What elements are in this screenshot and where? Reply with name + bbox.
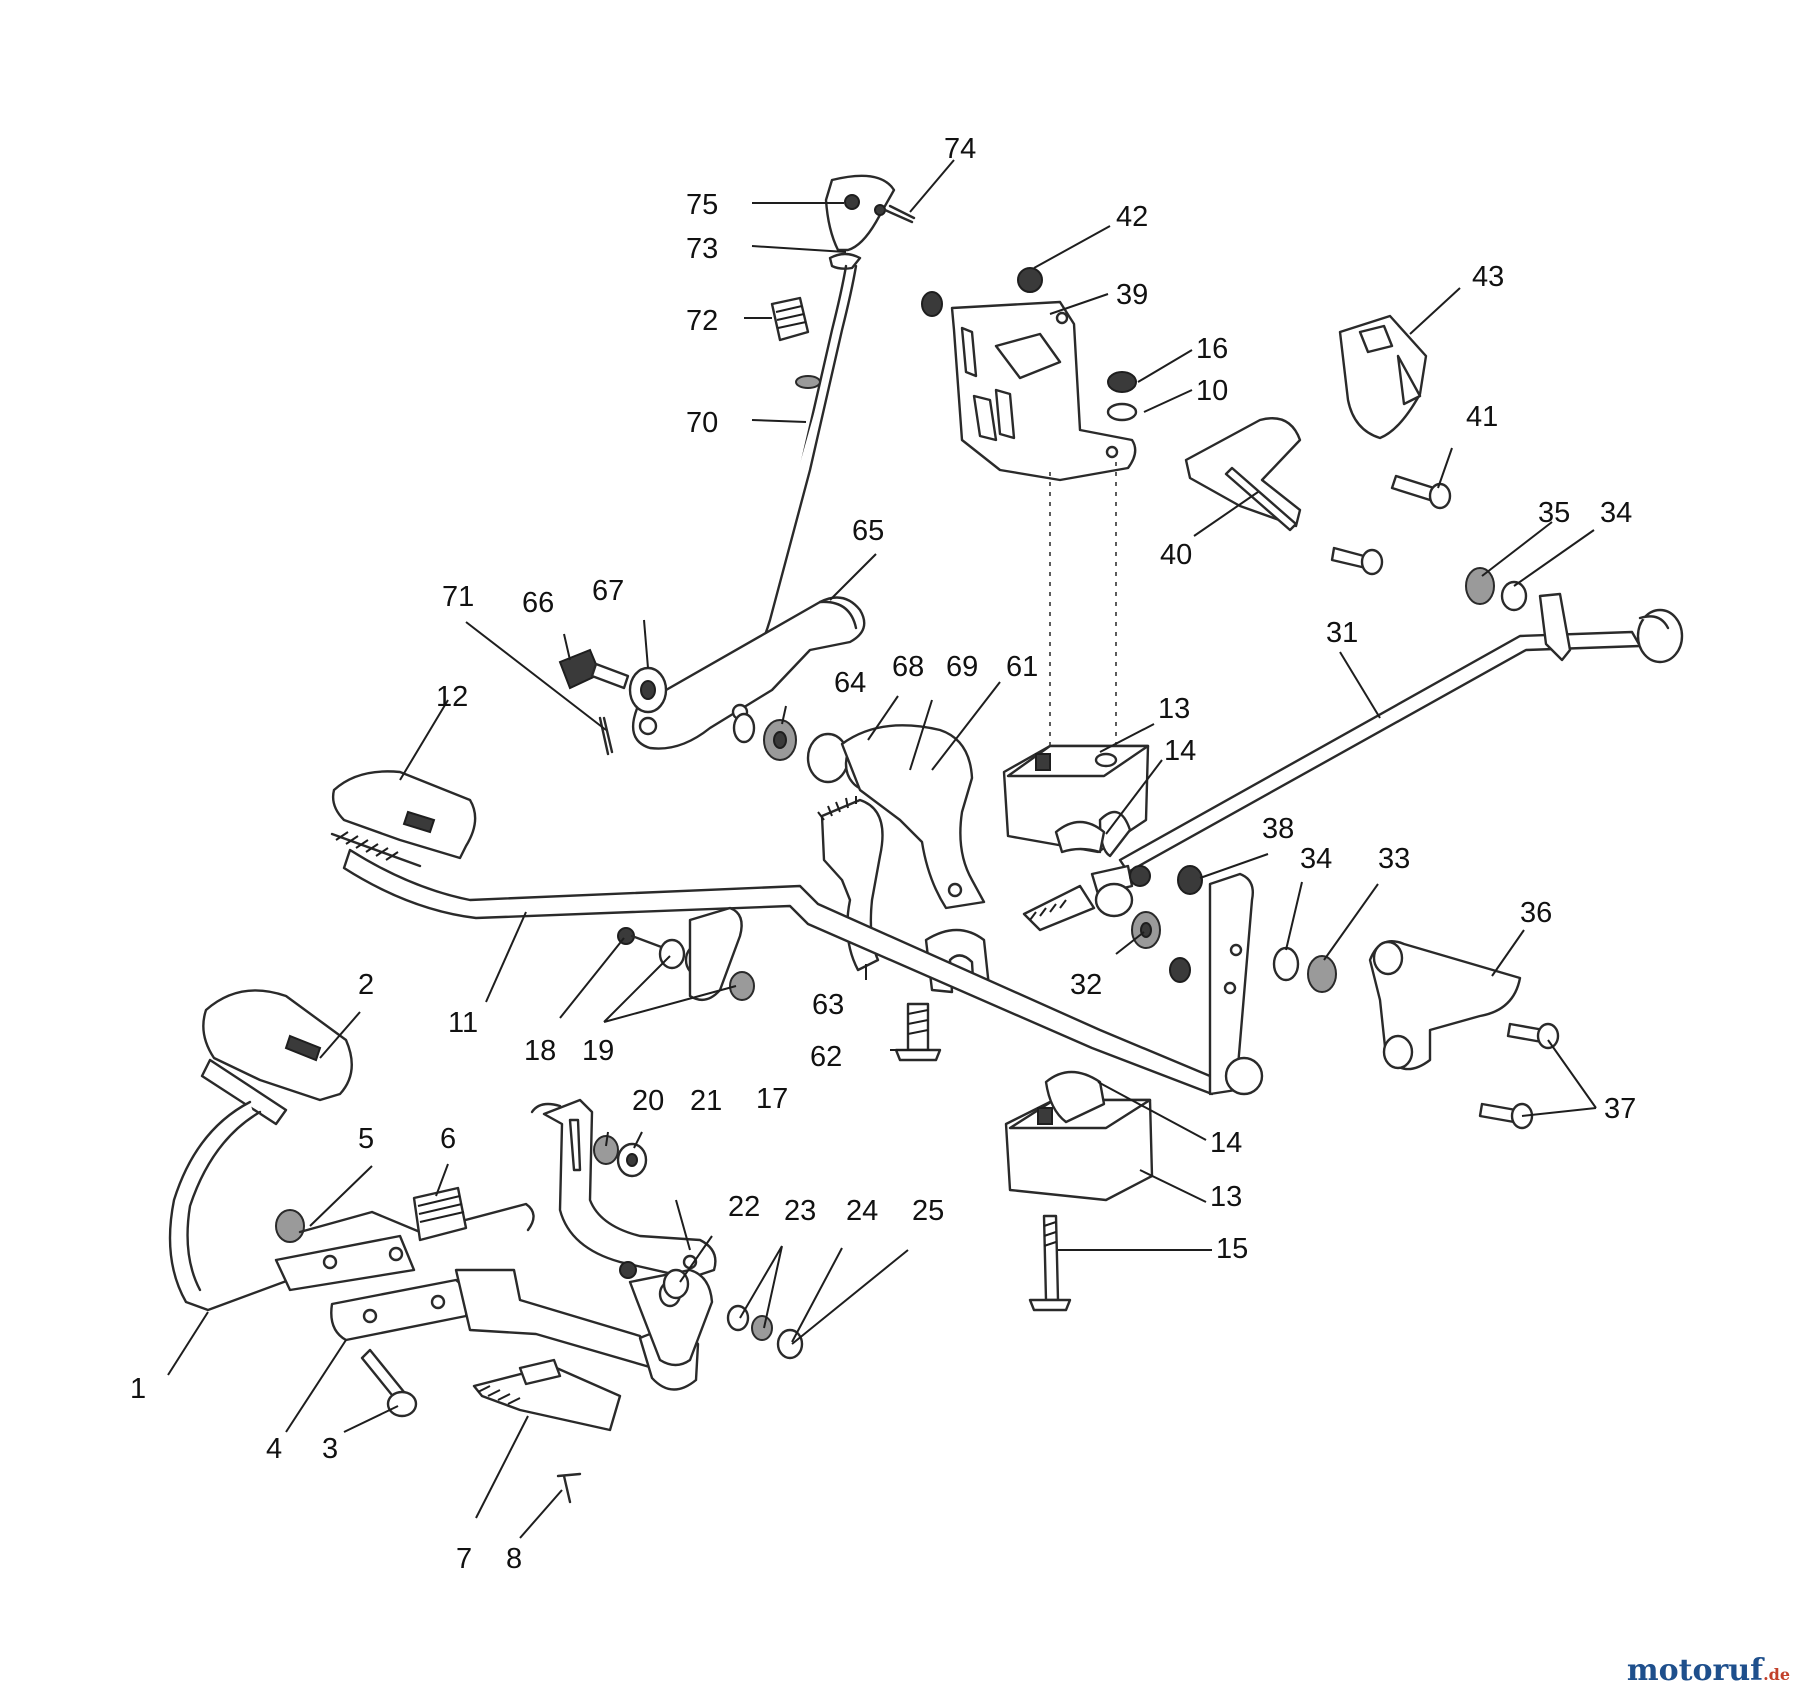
part-bracket-43 (1338, 314, 1428, 440)
callout-6: 6 (440, 1123, 456, 1155)
part-spring-6 (275, 1186, 535, 1243)
callout-67: 67 (592, 575, 624, 607)
callout-19: 19 (582, 1035, 614, 1067)
part-eye-14 (1022, 820, 1151, 932)
callout-35: 35 (1538, 497, 1570, 529)
callout-8: 8 (506, 1543, 522, 1575)
part-spring-72 (770, 296, 810, 342)
watermark-logo: motoruf.de (1627, 1653, 1790, 1688)
leader-lines (167, 159, 1597, 1539)
callout-74: 74 (944, 133, 976, 165)
callout-75: 75 (686, 189, 718, 221)
callout-41: 41 (1466, 401, 1498, 433)
part-pad-12 (330, 770, 477, 868)
callout-34-right: 34 (1300, 843, 1332, 875)
callout-40: 40 (1160, 539, 1192, 571)
callout-5: 5 (358, 1123, 374, 1155)
part-clip-7 (472, 1358, 622, 1504)
callout-18: 18 (524, 1035, 556, 1067)
callout-32: 32 (1070, 969, 1102, 1001)
callout-42: 42 (1116, 201, 1148, 233)
callout-23: 23 (784, 1195, 816, 1227)
callout-65: 65 (852, 515, 884, 547)
part-bracket-40 (1184, 417, 1384, 576)
part-pedal-arm-1 (168, 1100, 416, 1312)
callout-15: 15 (1216, 1233, 1248, 1265)
callout-numbers: 1 2 3 4 5 6 7 8 10 11 12 13 13 14 14 15 … (130, 133, 1636, 1575)
part-knob (824, 174, 916, 270)
part-block-13-lower (1004, 1070, 1154, 1202)
callout-62: 62 (810, 1041, 842, 1073)
watermark-tld: .de (1763, 1665, 1790, 1684)
part-rod-31 (1118, 592, 1684, 874)
part-nuts-20-21 (593, 1135, 648, 1178)
callout-31: 31 (1326, 617, 1358, 649)
part-bracket-17 (530, 1098, 717, 1280)
callout-13-upper: 13 (1158, 693, 1190, 725)
callout-63: 63 (812, 989, 844, 1021)
callout-3: 3 (322, 1433, 338, 1465)
callout-7: 7 (456, 1543, 472, 1575)
callout-25: 25 (912, 1195, 944, 1227)
part-nut-16 (1106, 371, 1138, 422)
part-bolt-62 (894, 1002, 942, 1062)
part-rod-70 (724, 264, 858, 698)
callout-20: 20 (632, 1085, 664, 1117)
callout-16: 16 (1196, 333, 1228, 365)
callout-34-top: 34 (1600, 497, 1632, 529)
part-lever-4 (330, 1278, 469, 1418)
watermark-brand: motoruf (1626, 1653, 1764, 1688)
callout-66: 66 (522, 587, 554, 619)
part-pedal-pad-2 (200, 989, 353, 1126)
callout-36: 36 (1520, 897, 1552, 929)
callout-22: 22 (728, 1191, 760, 1223)
callout-43: 43 (1472, 261, 1504, 293)
callout-4: 4 (266, 1433, 282, 1465)
callout-70: 70 (686, 407, 718, 439)
callout-17: 17 (756, 1083, 788, 1115)
callout-72: 72 (686, 305, 718, 337)
callout-12: 12 (436, 681, 468, 713)
callout-33: 33 (1378, 843, 1410, 875)
part-nut-32 (1131, 911, 1161, 949)
callout-1: 1 (130, 1373, 146, 1405)
callout-13-lower: 13 (1210, 1181, 1242, 1213)
part-bracket-61 (840, 724, 986, 910)
callout-24: 24 (846, 1195, 878, 1227)
part-bolt-41 (1390, 474, 1452, 510)
callout-11: 11 (448, 1007, 478, 1039)
callout-10: 10 (1196, 375, 1228, 407)
callout-21: 21 (690, 1085, 722, 1117)
callout-73: 73 (686, 233, 718, 265)
callout-14-upper: 14 (1164, 735, 1196, 767)
part-bracket-36 (1368, 940, 1522, 1071)
part-nut-35 (1465, 567, 1528, 612)
callout-37: 37 (1604, 1093, 1636, 1125)
callout-69: 69 (946, 651, 978, 683)
callout-71: 71 (442, 581, 474, 613)
part-drawings (168, 174, 1684, 1504)
callout-14-lower: 14 (1210, 1127, 1242, 1159)
part-nut-33 (1272, 946, 1337, 993)
callout-68: 68 (892, 651, 924, 683)
callout-2: 2 (358, 969, 374, 1001)
part-upright-38 (1169, 865, 1264, 1096)
part-bolt-15 (1028, 1214, 1072, 1312)
part-bolt-18 (617, 906, 755, 1002)
callout-38: 38 (1262, 813, 1294, 845)
callout-61: 61 (1006, 651, 1038, 683)
callout-39: 39 (1116, 279, 1148, 311)
part-plate-39 (921, 267, 1137, 482)
alignment-lines (1049, 462, 1117, 746)
callout-64: 64 (834, 667, 866, 699)
